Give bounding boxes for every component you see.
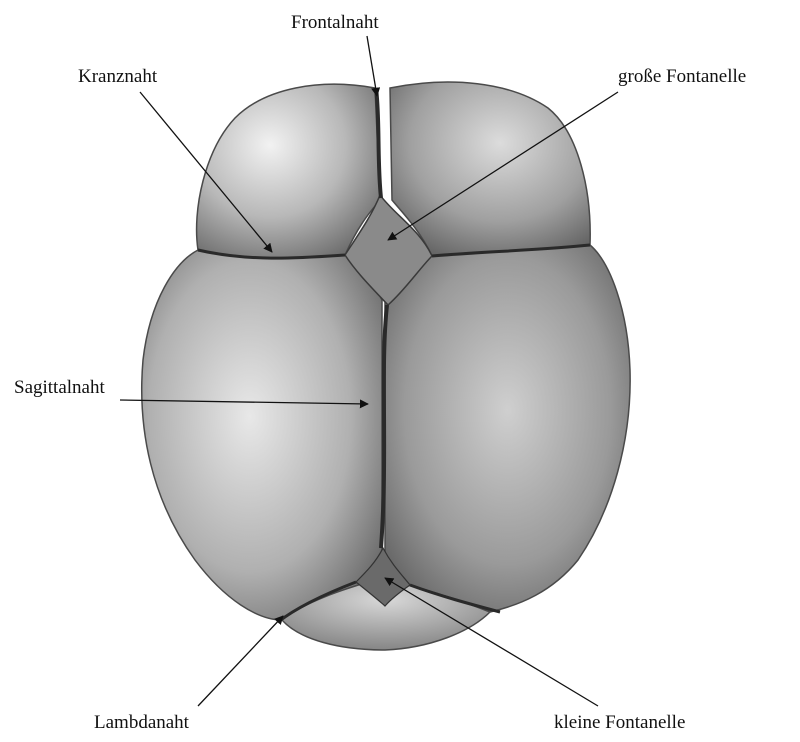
label-sagittalnaht: Sagittalnaht [14,377,105,399]
parietal-bone-right [385,245,630,612]
frontal-bone-left [197,84,380,258]
parietal-bone-left [142,250,382,620]
label-kleine-fontanelle: kleine Fontanelle [554,712,685,734]
label-lambdanaht: Lambdanaht [94,712,189,734]
leader-line-lambdanaht [198,616,283,706]
label-kranznaht: Kranznaht [78,66,157,88]
label-frontalnaht: Frontalnaht [291,12,379,34]
frontal-bone-right [390,82,590,256]
label-grosse-fontanelle: große Fontanelle [618,66,746,88]
